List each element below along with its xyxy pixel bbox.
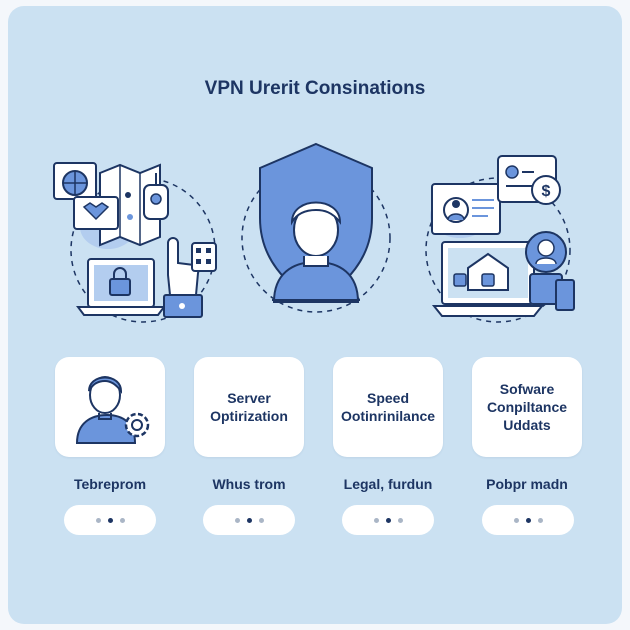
feature-card-caption: Tebreprom — [73, 476, 147, 492]
card-title-line: Optirization — [210, 408, 288, 424]
carousel-pagination[interactable] — [203, 505, 295, 535]
card-title-line: Speed — [366, 390, 409, 406]
feature-card-title: Sofware Conpiltance Uddats — [487, 380, 567, 434]
feature-card-caption: Pobpr madn — [486, 476, 568, 492]
feature-card-1[interactable] — [55, 357, 165, 457]
svg-text:$: $ — [542, 183, 551, 200]
feature-card-title: Server Optirization — [210, 389, 288, 425]
pagination-dot[interactable] — [373, 517, 379, 523]
card-title-line: Server — [227, 390, 271, 406]
pagination-dot[interactable] — [397, 517, 403, 523]
devices-lock-icon — [53, 162, 217, 323]
carousel-pagination[interactable] — [482, 505, 574, 535]
page-title: VPN Urerit Consinations — [204, 78, 426, 99]
card-title-line: Ootinrinilance — [340, 408, 436, 424]
user-shield-icon — [241, 142, 391, 313]
pagination-dot[interactable] — [537, 517, 543, 523]
pagination-dot[interactable] — [246, 517, 252, 523]
pagination-dot[interactable] — [95, 517, 101, 523]
carousel-pagination[interactable] — [342, 505, 434, 535]
carousel-pagination[interactable] — [64, 505, 156, 535]
card-title-line: Uddats — [503, 417, 551, 433]
pagination-dot[interactable] — [119, 517, 125, 523]
feature-card-caption: Whus trom — [212, 476, 286, 492]
pagination-dot[interactable] — [385, 517, 391, 523]
card-title-line: Sofware — [499, 381, 555, 397]
user-gear-icon — [75, 376, 150, 444]
feature-card-4[interactable]: Sofware Conpiltance Uddats — [472, 357, 582, 457]
feature-card-title: Speed Ootinrinilance — [341, 389, 435, 425]
pagination-dot[interactable] — [234, 517, 240, 523]
feature-card-caption: Legal, furdun — [343, 476, 433, 492]
pagination-dot[interactable] — [513, 517, 519, 523]
feature-card-2[interactable]: Server Optirization — [194, 357, 304, 457]
feature-card-3[interactable]: Speed Ootinrinilance — [333, 357, 443, 457]
pagination-dot[interactable] — [258, 517, 264, 523]
computer-home-lock-icon: $ — [425, 155, 575, 323]
pagination-dot[interactable] — [525, 517, 531, 523]
card-title-line: Conpiltance — [486, 399, 568, 415]
pagination-dot[interactable] — [107, 517, 113, 523]
